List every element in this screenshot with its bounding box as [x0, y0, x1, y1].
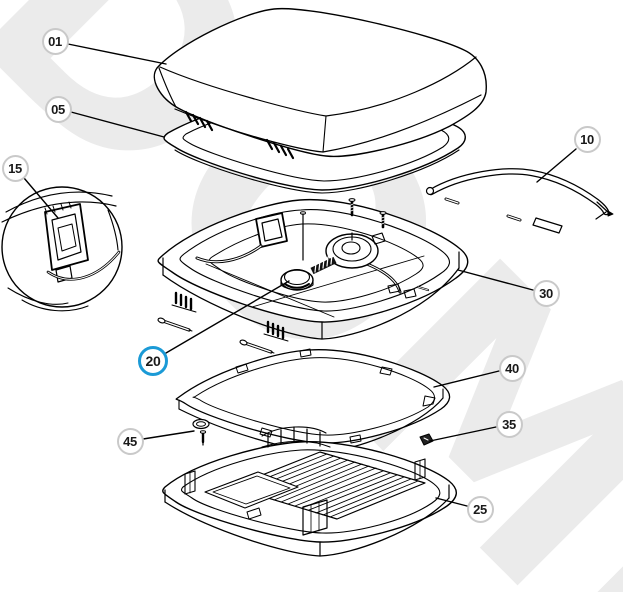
callout-05[interactable]: 05 [44, 95, 72, 123]
part-base-frame [157, 198, 469, 354]
callout-30[interactable]: 30 [532, 279, 560, 307]
callout-01[interactable]: 01 [41, 27, 69, 55]
part-hinge-detail-circle [1, 186, 123, 312]
callout-45-label: 45 [123, 433, 137, 449]
part-clip [419, 433, 434, 446]
callout-15[interactable]: 15 [1, 154, 29, 182]
callout-35-label: 35 [502, 416, 516, 432]
callout-40[interactable]: 40 [498, 354, 526, 382]
callout-35[interactable]: 35 [495, 410, 523, 438]
part-lid-dome [153, 7, 487, 160]
part-garnish-grille [162, 426, 457, 557]
callout-25-label: 25 [473, 501, 487, 517]
callout-20-label: 20 [145, 352, 161, 369]
leader-lines [23, 43, 577, 507]
part-trim-frame [175, 348, 451, 453]
part-crank-handle [425, 168, 614, 234]
callout-10-label: 10 [580, 131, 594, 147]
callout-20-highlighted[interactable]: 20 [138, 345, 168, 376]
callout-45[interactable]: 45 [116, 427, 144, 455]
callout-40-label: 40 [505, 360, 519, 376]
callout-25[interactable]: 25 [466, 495, 494, 523]
callout-05-label: 05 [51, 101, 65, 117]
callout-30-label: 30 [539, 285, 553, 301]
callout-15-label: 15 [8, 160, 22, 176]
callout-10[interactable]: 10 [573, 125, 601, 153]
part-screw-cover [192, 418, 210, 446]
callout-01-label: 01 [48, 33, 62, 49]
